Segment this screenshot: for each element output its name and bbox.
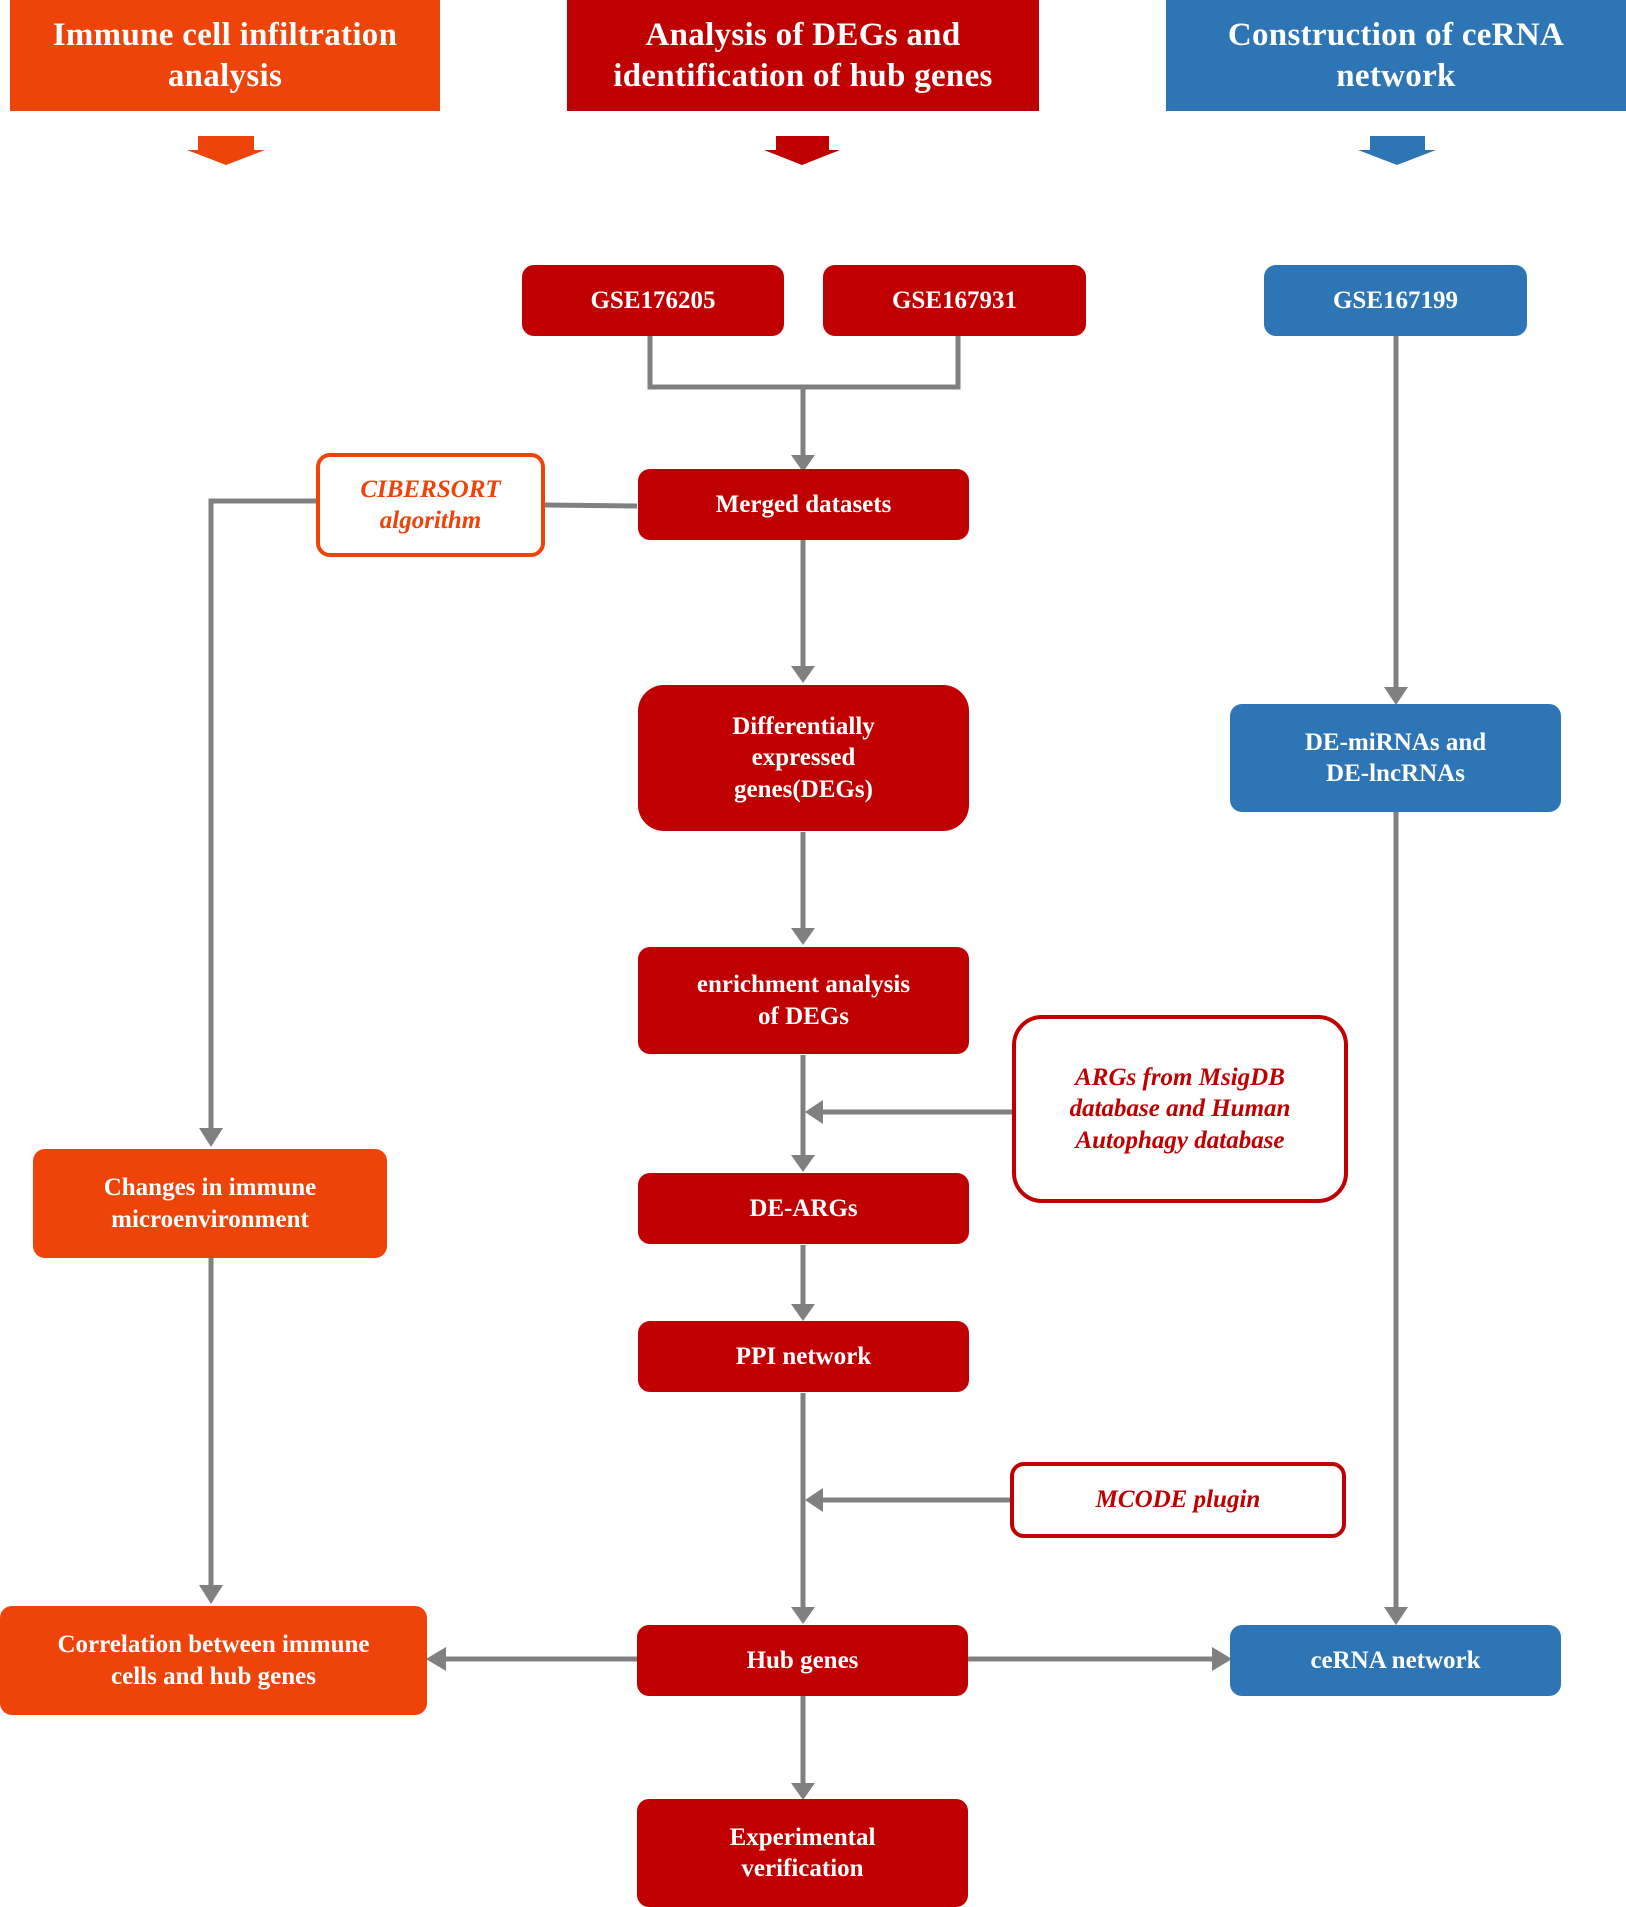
node-argsdb-label: ARGs from MsigDB database and Human Auto… (1069, 1064, 1291, 1154)
node-demirnas-label: DE-miRNAs and DE-lncRNAs (1304, 728, 1487, 787)
arrowhead-merged (791, 455, 815, 472)
node-gse176205: GSE176205 (522, 265, 784, 336)
header-cerna-construction: Construction of ceRNA network (1166, 0, 1626, 111)
node-degs-label: Differentially expressed genes(DEGs) (732, 713, 875, 803)
node-enrichment-analysis: enrichment analysis of DEGs (638, 947, 969, 1054)
node-mcode-plugin: MCODE plugin (1010, 1462, 1346, 1538)
node-cibersort-algorithm: CIBERSORT algorithm (316, 453, 545, 557)
node-immune-hub-correlation: Correlation between immune cells and hub… (0, 1606, 427, 1715)
node-de-args: DE-ARGs (638, 1173, 969, 1244)
arrowhead-hub (791, 1607, 815, 1624)
node-immune-microenvironment-changes: Changes in immune microenvironment (33, 1149, 387, 1258)
node-hub-genes: Hub genes (637, 1625, 968, 1696)
node-cerna-network: ceRNA network (1230, 1625, 1561, 1696)
arrowhead-cerna-network (1212, 1647, 1232, 1671)
node-ppi-network: PPI network (638, 1321, 969, 1392)
header-cerna-label: Construction of ceRNA network (1227, 17, 1565, 94)
node-ppi-label: PPI network (735, 1342, 872, 1370)
node-gse167931: GSE167931 (823, 265, 1086, 336)
node-enrichment-label: enrichment analysis of DEGs (696, 971, 911, 1030)
header-immune-label: Immune cell infiltration analysis (52, 17, 398, 94)
node-merged-datasets: Merged datasets (638, 469, 969, 540)
arrowhead-ppi (791, 1304, 815, 1321)
arrowhead-enrichment (791, 928, 815, 945)
node-gse176205-label: GSE176205 (590, 286, 716, 314)
header-immune-infiltration: Immune cell infiltration analysis (10, 0, 440, 111)
header-arrow-immune (187, 136, 265, 165)
arrowhead-correlation-top (199, 1585, 223, 1604)
arrowhead-mcode-line (805, 1488, 823, 1512)
node-changes-label: Changes in immune microenvironment (103, 1174, 317, 1233)
arrowhead-deargs (791, 1155, 815, 1172)
node-experimental-verification: Experimental verification (637, 1799, 968, 1907)
arrowhead-experimental (791, 1783, 815, 1800)
node-cerna-network-label: ceRNA network (1310, 1646, 1481, 1674)
arrowhead-degs (791, 666, 815, 683)
arrowhead-argsdb-line (805, 1100, 823, 1124)
node-gse167199-label: GSE167199 (1332, 286, 1459, 314)
node-cibersort-label: CIBERSORT algorithm (360, 475, 501, 534)
header-degs-analysis: Analysis of DEGs and identification of h… (567, 0, 1039, 111)
node-de-mirnas-lncrnas: DE-miRNAs and DE-lncRNAs (1230, 704, 1561, 812)
node-merged-label: Merged datasets (715, 490, 892, 518)
node-differentially-expressed-genes: Differentially expressed genes(DEGs) (638, 685, 969, 831)
arrowhead-changes (199, 1128, 223, 1147)
node-deargs-label: DE-ARGs (749, 1194, 858, 1222)
header-arrow-degs (764, 136, 840, 165)
node-args-database: ARGs from MsigDB database and Human Auto… (1012, 1015, 1348, 1203)
node-gse167199: GSE167199 (1264, 265, 1527, 336)
header-degs-label: Analysis of DEGs and identification of h… (613, 17, 993, 94)
node-correlation-label: Correlation between immune cells and hub… (57, 1631, 370, 1690)
connector-gse-merge (647, 335, 961, 390)
node-mcode-label: MCODE plugin (1095, 1486, 1261, 1514)
node-experimental-label: Experimental verification (729, 1823, 876, 1882)
node-hub-label: Hub genes (746, 1646, 859, 1674)
header-arrow-cerna (1358, 136, 1436, 165)
connector-cibersort-left (208, 498, 316, 1133)
node-gse167931-label: GSE167931 (891, 286, 1018, 314)
arrowhead-correlation (426, 1647, 446, 1671)
arrowhead-demirnas (1384, 687, 1408, 705)
arrowhead-cerna-top (1384, 1607, 1408, 1625)
connector-merged-cibersort (544, 502, 638, 509)
